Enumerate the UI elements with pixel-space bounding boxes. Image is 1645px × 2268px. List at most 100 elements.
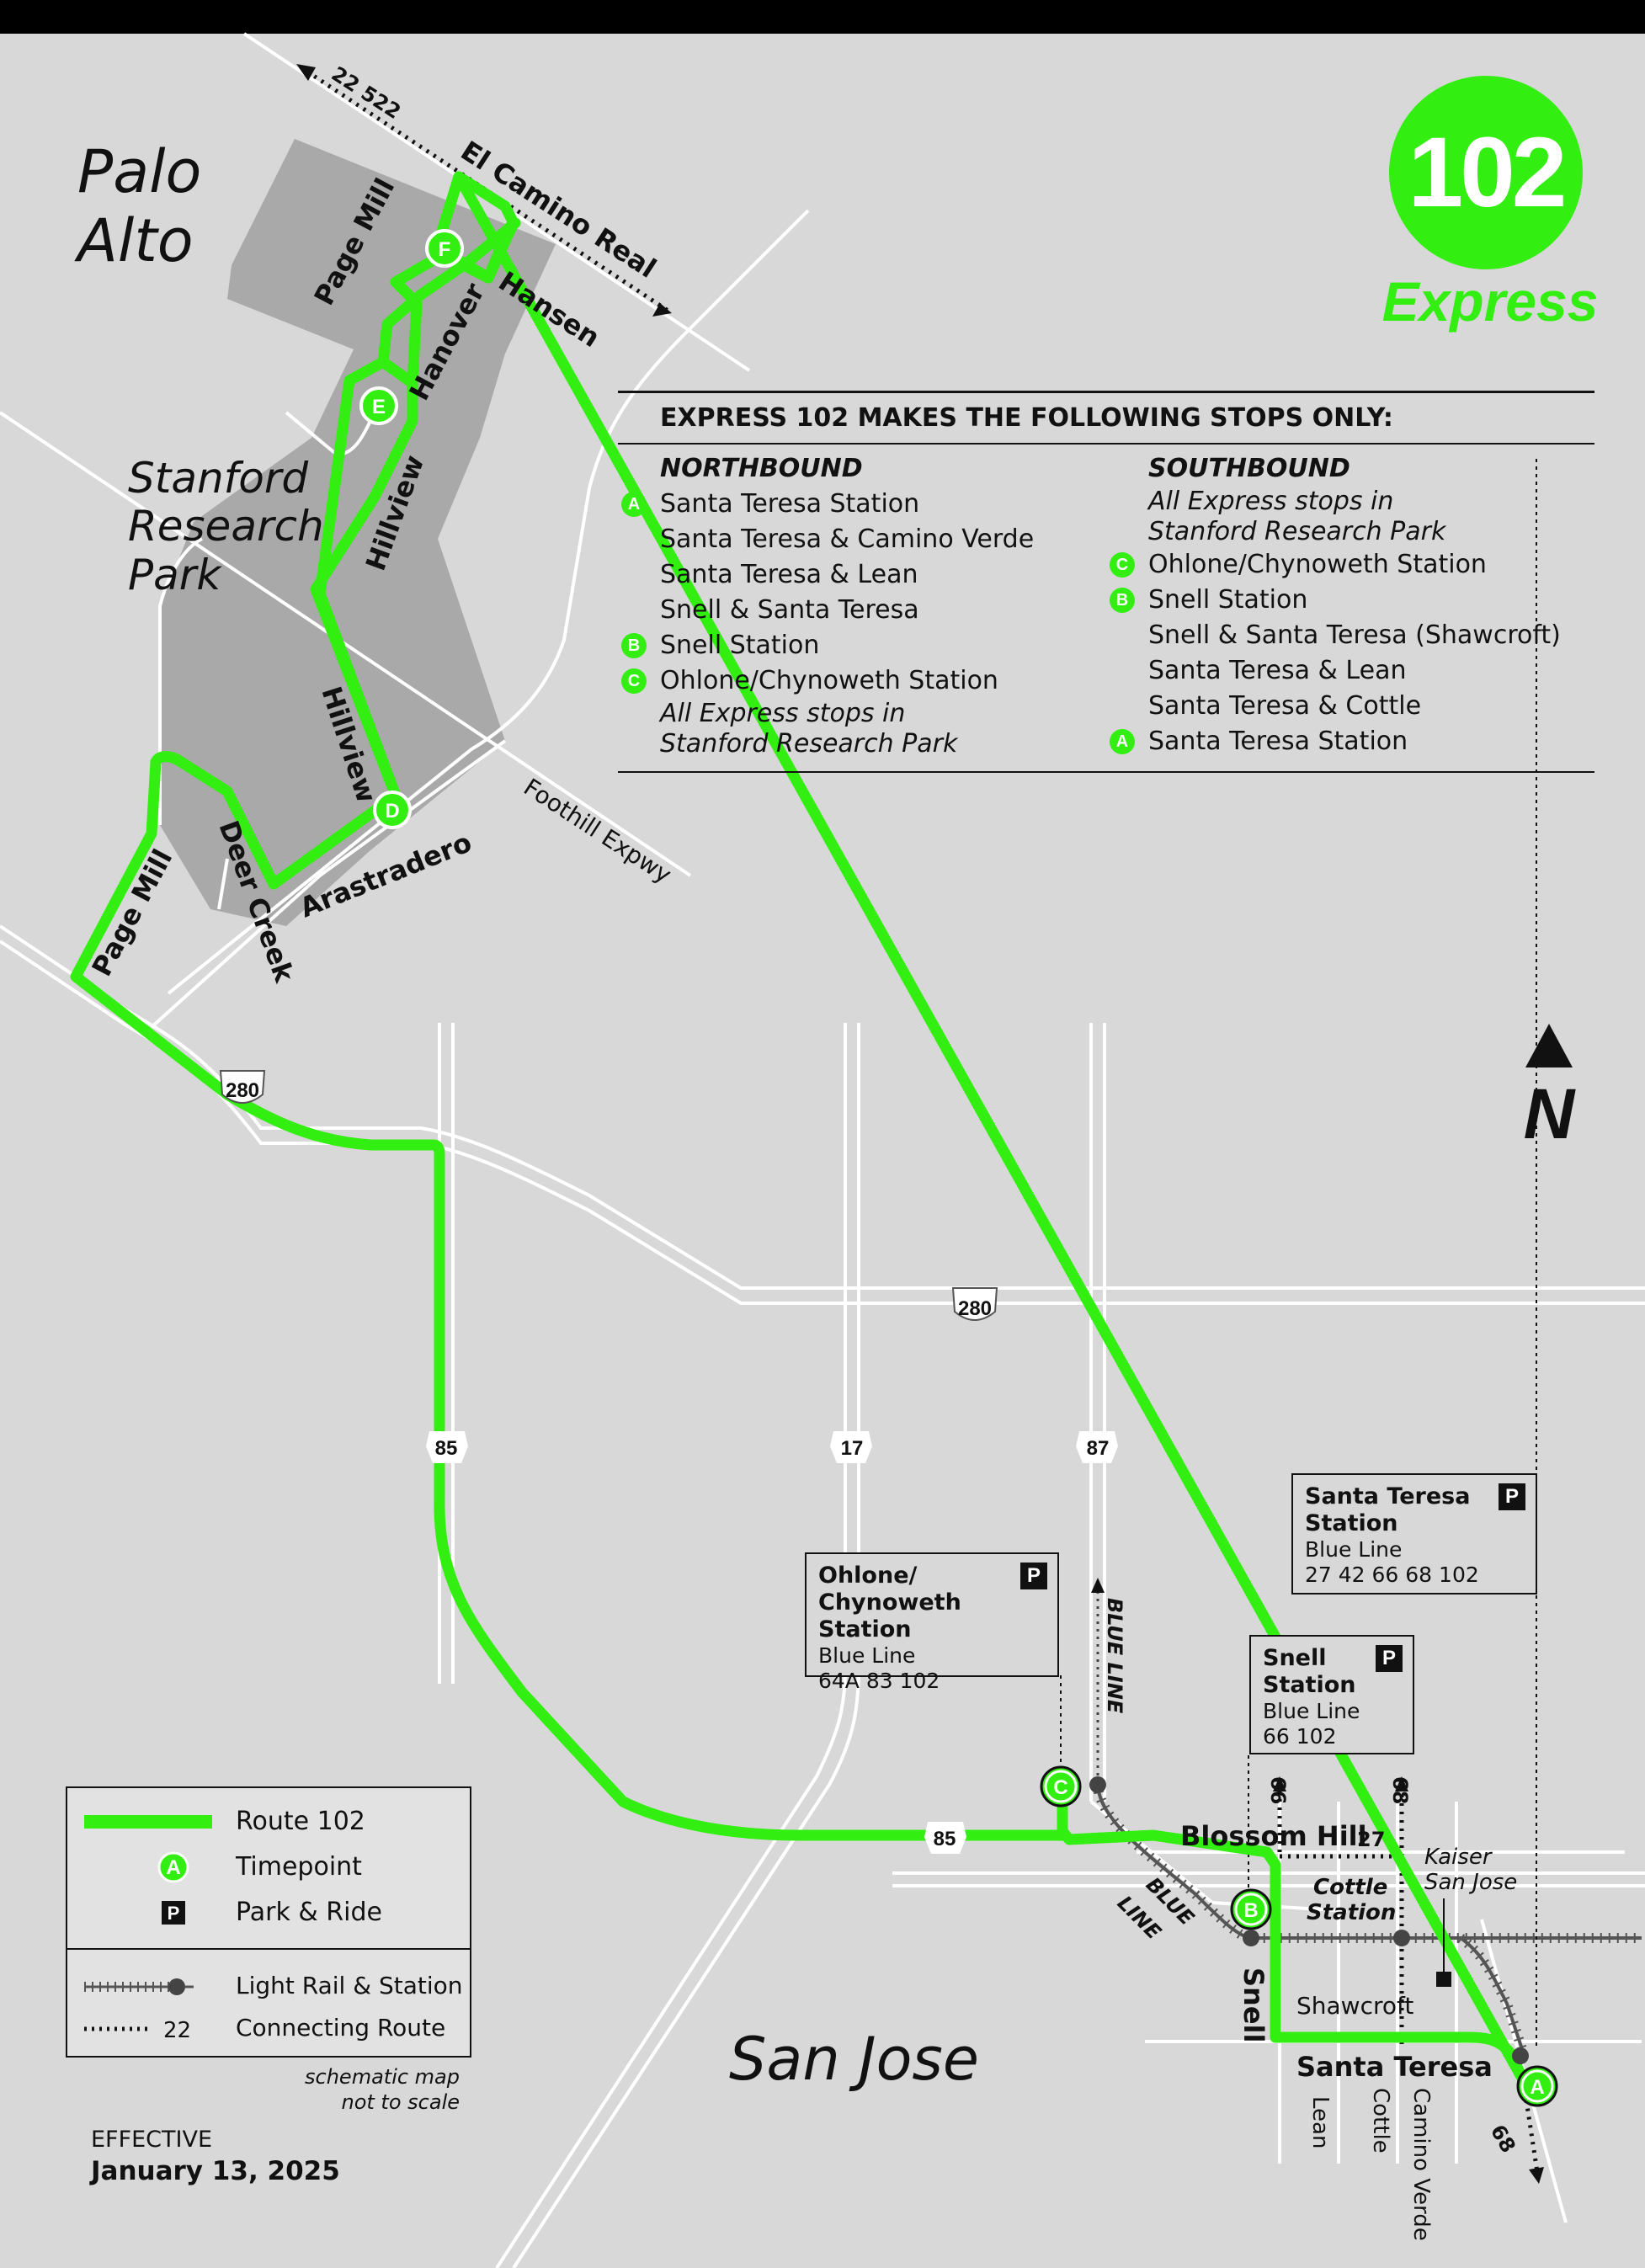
street-cottle: Cottle [1368,2088,1393,2154]
sb-stop: Santa Teresa & Cottle [1148,691,1422,721]
ohlone-station-box: P Ohlone/ Chynoweth Station Blue Line 64… [805,1552,1059,1693]
cottle-station-1: Cottle [1313,1875,1387,1900]
light-rail-blue-line [1093,1583,1642,2056]
station-routes: 66 102 [1263,1724,1337,1749]
top-bar [0,0,1645,34]
stop-A-label: A [1530,2076,1544,2099]
station-line: Blue Line [1263,1699,1360,1723]
svg-text:P: P [168,1903,180,1924]
route-102-line [70,171,1530,2087]
stop-E[interactable]: E [359,386,398,425]
stop-F-label: F [439,238,451,261]
stop-B[interactable]: B [1230,1888,1272,1930]
snell-station-box: P Snell Station Blue Line 66 102 [1249,1635,1414,1754]
station-name: Santa Teresa Station [1305,1483,1471,1536]
route-type-label: Express [1381,270,1599,333]
street-lean: Lean [1307,2096,1333,2148]
park-and-ride-icon: P [1499,1483,1525,1510]
timepoint-badge: C [1110,552,1135,578]
route-number-badge: 102 [1389,76,1583,269]
station-routes: 27 42 66 68 102 [1305,1563,1479,1587]
legend-light-rail: Light Rail & Station [67,1965,470,2007]
arrowheads [296,64,1544,2184]
scale-note: schematic map not to scale [253,2064,460,2115]
svg-text:22: 22 [163,2018,191,2043]
timepoint-badge: A [1110,729,1135,754]
nb-note-2: Stanford Research Park [660,729,958,759]
place-stanford-3: Park [128,551,222,599]
legend-timepoint-label: Timepoint [236,1852,362,1882]
sb-note-1: All Express stops in [1148,487,1394,516]
svg-text:85: 85 [435,1437,458,1460]
effective-label: EFFECTIVE [91,2127,213,2153]
panel-top-rule [618,391,1594,393]
stop-D[interactable]: D [373,791,412,829]
street-snell: Snell [1238,1967,1270,2042]
stop-A[interactable]: A [1516,2065,1558,2107]
panel-mid-rule [618,443,1594,445]
sb-note-2: Stanford Research Park [1148,517,1446,546]
svg-text:A: A [166,1856,180,1879]
stop-B-label: B [1243,1899,1258,1922]
stop-E-label: E [372,396,386,418]
nb-stop: Santa Teresa & Camino Verde [660,524,1035,554]
legend-light-rail-label: Light Rail & Station [236,1972,463,1999]
timepoint-badge: A [621,492,647,517]
scale-note-line: schematic map [305,2065,460,2089]
street-shawcroft: Shawcroft [1296,1992,1413,2020]
light-rail-stations [1089,1776,1529,2064]
stops-panel: EXPRESS 102 MAKES THE FOLLOWING STOPS ON… [618,391,1594,773]
shield-sr85-north: 85 [426,1431,468,1463]
svg-text:280: 280 [226,1079,259,1102]
shield-sr17: 17 [830,1431,872,1463]
legend-timepoint: A Timepoint [67,1845,470,1887]
stop-F[interactable]: F [425,229,464,268]
street-santa-teresa: Santa Teresa [1296,2051,1493,2083]
scale-note-line: not to scale [341,2090,460,2114]
legend-divider [67,1948,470,1950]
park-and-ride-icon: P [1376,1645,1403,1672]
svg-text:280: 280 [958,1297,992,1320]
legend-park-ride: P Park & Ride [67,1891,470,1933]
connecting-27: 27 [1357,1828,1385,1851]
kaiser-2: San Jose [1424,1870,1517,1895]
svg-text:17: 17 [841,1437,864,1460]
sb-stop: Snell & Santa Teresa (Shawcroft) [1148,620,1561,650]
svg-text:85: 85 [934,1828,956,1850]
effective-date: EFFECTIVE January 13, 2025 [91,2127,340,2186]
kaiser-1: Kaiser [1424,1845,1493,1870]
station-name: Snell Station [1263,1645,1356,1698]
route-102-loop [314,171,519,798]
shield-sr87: 87 [1076,1431,1118,1463]
effective-date-value: January 13, 2025 [91,2156,340,2186]
blue-line-label-north: BLUE LINE [1103,1598,1126,1714]
place-palo-alto-1: Palo [77,137,201,206]
park-and-ride-icon: P [1020,1563,1047,1589]
place-stanford-2: Research [128,502,324,551]
station-name: Ohlone/ Chynoweth Station [818,1563,961,1642]
place-stanford-1: Stanford [128,454,308,503]
connecting-68-south: 68 [1486,2121,1520,2157]
stop-C[interactable]: C [1040,1765,1082,1807]
timepoint-badge: B [1110,588,1135,613]
connecting-68-north: 68 [1388,1776,1412,1804]
panel-heading: EXPRESS 102 MAKES THE FOLLOWING STOPS ON… [660,403,1393,433]
connecting-66: 66 [1266,1776,1290,1804]
timepoint-badge: C [621,668,647,694]
nb-note-1: All Express stops in [660,699,906,728]
place-palo-alto-2: Alto [74,206,194,275]
nb-stop: Snell & Santa Teresa [660,595,919,625]
cottle-station-2: Station [1307,1900,1396,1925]
place-san-jose: San Jose [729,2025,979,2094]
nb-stop: Santa Teresa & Lean [660,560,918,589]
kaiser-marker [1436,1972,1451,1987]
southbound-column: SOUTHBOUND All Express stops in Stanford… [1106,451,1594,759]
southbound-title: SOUTHBOUND [1148,454,1350,483]
sb-stop: Santa Teresa & Lean [1148,656,1407,685]
